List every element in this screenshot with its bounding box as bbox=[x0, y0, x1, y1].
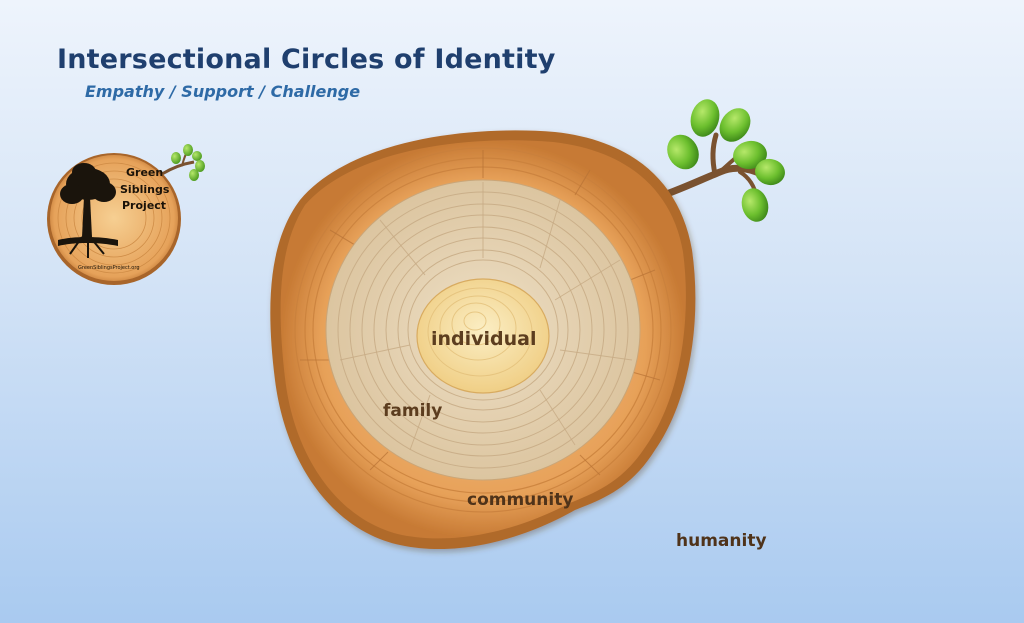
logo-tree-icon bbox=[58, 163, 118, 258]
logo-line-project: Project bbox=[122, 199, 167, 212]
ring-label-humanity: humanity bbox=[676, 531, 767, 551]
logo-url: GreenSiblingsProject.org bbox=[78, 265, 140, 271]
ring-label-individual: individual bbox=[431, 328, 537, 350]
logo-line-siblings: Siblings bbox=[120, 183, 170, 196]
logo-branch-icon bbox=[161, 144, 205, 181]
green-siblings-logo: Green Siblings Project GreenSiblingsProj… bbox=[44, 142, 214, 287]
logo-line-green: Green bbox=[126, 166, 164, 179]
tree-stump bbox=[270, 130, 696, 550]
page-subtitle: Empathy / Support / Challenge bbox=[85, 82, 361, 101]
ring-label-family: family bbox=[383, 401, 443, 421]
ring-label-community: community bbox=[467, 490, 574, 510]
branch-icon bbox=[646, 99, 785, 222]
page-title: Intersectional Circles of Identity bbox=[57, 44, 556, 75]
